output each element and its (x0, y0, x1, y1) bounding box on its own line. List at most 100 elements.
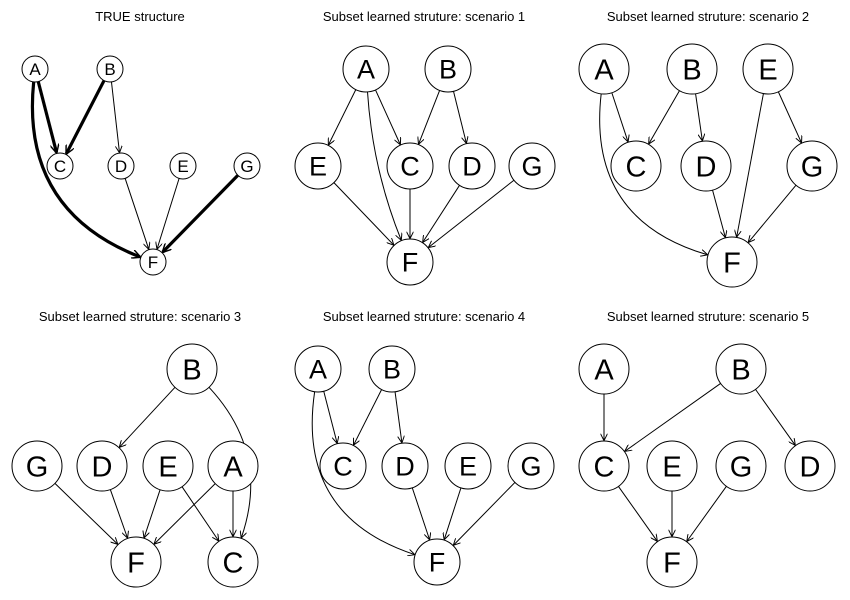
node-circle (786, 140, 838, 192)
node-e: E (294, 142, 342, 190)
node-d: D (784, 440, 836, 492)
edge-a-to-f (311, 391, 414, 555)
edge-d-to-f (423, 185, 460, 242)
edge-b-to-c (354, 389, 383, 445)
node-label: A (594, 54, 614, 86)
node-e: E (646, 440, 698, 492)
node-label: G (801, 151, 824, 183)
node-circle (680, 140, 732, 192)
edge-g-to-f (454, 482, 516, 544)
node-label: B (682, 54, 701, 86)
node-circle (21, 55, 49, 83)
node-c: C (386, 142, 434, 190)
node-b: B (424, 45, 472, 93)
node-circle (368, 345, 416, 393)
edge-b-to-c (64, 79, 106, 154)
edge-b-to-c (625, 383, 721, 451)
node-c: C (319, 442, 367, 490)
edge-a-to-e (329, 89, 357, 145)
node-e: E (444, 442, 492, 490)
node-label: B (383, 355, 401, 385)
node-circle (294, 345, 342, 393)
node-label: D (696, 151, 717, 183)
node-circle (444, 442, 492, 490)
edge-b-to-d (394, 391, 402, 442)
node-label: F (663, 547, 681, 579)
node-circle (742, 43, 794, 95)
node-label: B (439, 55, 457, 85)
edge-g-to-f (163, 174, 240, 252)
node-a: A (342, 45, 390, 93)
node-label: C (54, 157, 66, 176)
node-label: C (333, 452, 353, 482)
node-circle (666, 43, 718, 95)
node-g: G (786, 140, 838, 192)
edge-d-to-f (411, 487, 429, 539)
node-circle (342, 45, 390, 93)
node-circle (706, 236, 758, 288)
edge-g-to-f (687, 486, 727, 541)
node-label: A (357, 55, 375, 85)
node-label: D (115, 157, 127, 176)
edge-d-to-f (109, 489, 127, 538)
edge-b-to-d (695, 93, 703, 141)
node-label: G (26, 451, 49, 483)
node-circle (578, 440, 630, 492)
node-label: C (626, 151, 647, 183)
edge-b-to-c (419, 90, 441, 143)
edge-a-to-c (375, 89, 401, 144)
node-circle (610, 140, 662, 192)
edge-b-to-d (120, 386, 176, 447)
panel-title: Subset learned struture: scenario 4 (323, 309, 525, 324)
edge-a-to-c (323, 391, 337, 442)
node-circle (110, 536, 162, 588)
node-label: A (223, 451, 243, 483)
node-f: F (413, 538, 461, 586)
node-a: A (578, 43, 630, 95)
node-label: F (148, 253, 158, 272)
node-label: F (402, 248, 419, 278)
edge-d-to-f (124, 178, 148, 248)
node-circle (233, 152, 261, 180)
node-circle (646, 536, 698, 588)
node-label: G (730, 451, 753, 483)
node-label: A (594, 354, 614, 386)
node-circle (142, 440, 194, 492)
node-label: E (177, 157, 188, 176)
node-f: F (706, 236, 758, 288)
node-circle (578, 43, 630, 95)
node-circle (207, 440, 259, 492)
node-e: E (169, 152, 197, 180)
node-circle (169, 152, 197, 180)
node-label: G (520, 452, 541, 482)
node-circle (46, 152, 74, 180)
node-label: D (462, 152, 482, 182)
node-g: G (233, 152, 261, 180)
edge-e-to-f (157, 178, 180, 248)
node-circle (166, 343, 218, 395)
edge-g-to-f (54, 483, 117, 543)
node-f: F (386, 238, 434, 286)
edge-e-to-f (144, 489, 161, 538)
node-a: A (207, 440, 259, 492)
node-circle (784, 440, 836, 492)
edge-e-to-f (333, 182, 393, 245)
node-label: E (309, 152, 327, 182)
edge-a-to-f (154, 483, 216, 544)
node-d: D (381, 442, 429, 490)
node-a: A (578, 343, 630, 395)
node-g: G (507, 442, 555, 490)
node-f: F (139, 248, 167, 276)
node-label: D (395, 452, 415, 482)
node-circle (11, 440, 63, 492)
node-d: D (107, 152, 135, 180)
node-b: B (368, 345, 416, 393)
